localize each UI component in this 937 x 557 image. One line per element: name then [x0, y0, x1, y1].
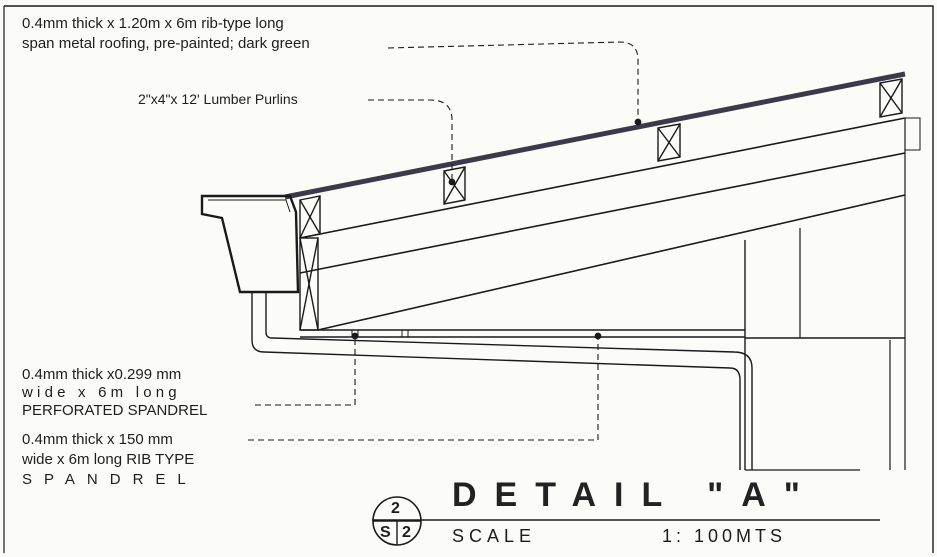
leader-rib [248, 336, 599, 441]
scale-label: SCALE [452, 526, 537, 546]
detail-number: 2 [391, 500, 400, 517]
leader-purlins [368, 99, 453, 182]
purlin [299, 195, 321, 239]
purlin [657, 123, 681, 162]
roofing-note-line1: 0.4mm thick x 1.20m x 6m rib-type long [22, 15, 284, 32]
scale-value: 1: 100MTS [662, 526, 787, 546]
sheet-number: 2 [402, 524, 411, 541]
roofing-note: 0.4mm thick x 1.20m x 6m rib-type long s… [22, 14, 310, 54]
rib-note-line2: wide x 6m long RIB TYPE [22, 451, 195, 468]
purlin [879, 78, 903, 118]
perforated-note-line3: PERFORATED SPANDREL [22, 402, 208, 419]
perforated-spandrel-note: 0.4mm thick x0.299 mm wide x 6m long PER… [22, 366, 207, 420]
detail-title: DETAIL "A" [452, 476, 818, 514]
perforated-note-line2: wide x 6m long [22, 384, 181, 401]
metal-roofing [284, 71, 906, 200]
sheet-border [4, 5, 934, 553]
rafter-underside [317, 194, 906, 331]
rib-spandrel-note: 0.4mm thick x 150 mm wide x 6m long RIB … [22, 430, 198, 490]
purlin [443, 166, 466, 205]
fascia-board [299, 237, 319, 331]
gutter [200, 194, 300, 294]
leader-perforated [255, 336, 356, 406]
rafter-bottom [299, 152, 906, 274]
downspout [251, 292, 741, 470]
rafter-top [299, 117, 906, 239]
sheet-prefix: S [380, 524, 391, 541]
purlins-note: 2"x4"x 12' Lumber Purlins [138, 91, 298, 107]
rib-note-line1: 0.4mm thick x 150 mm [22, 431, 173, 448]
perforated-note-line1: 0.4mm thick x0.299 mm [22, 366, 182, 383]
roofing-note-line2: span metal roofing, pre-painted; dark gr… [22, 35, 310, 52]
rib-note-line3: SPANDREL [22, 471, 198, 488]
leader-roofing [387, 41, 639, 122]
